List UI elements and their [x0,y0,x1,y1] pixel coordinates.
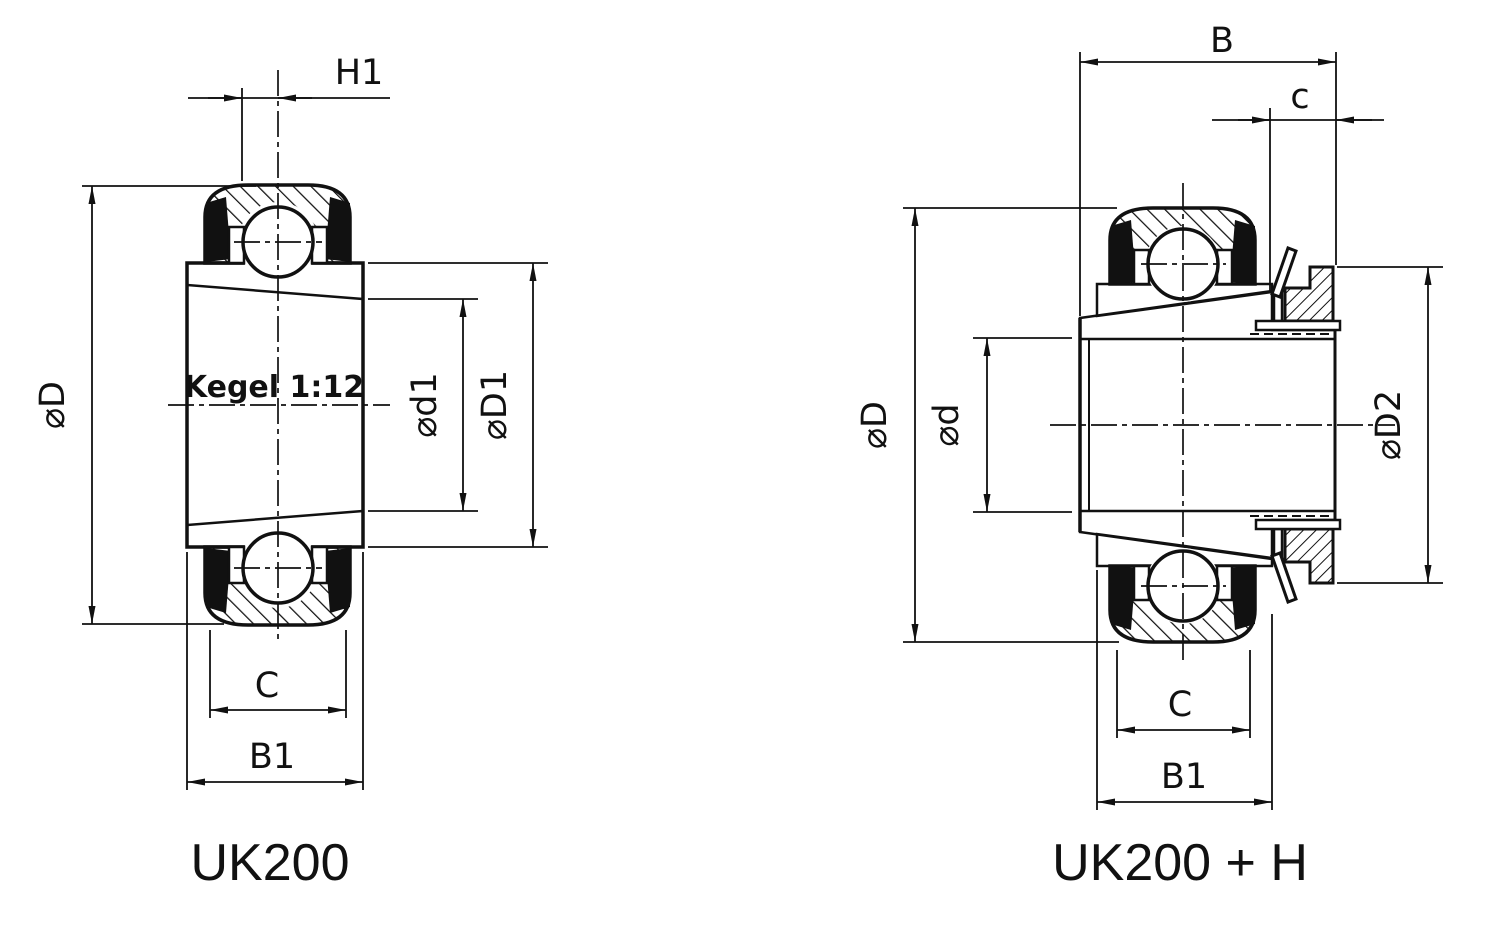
seal-top-left [1111,220,1136,284]
seal-bottom-left [1111,566,1136,630]
lock-washer-tab-top [1270,246,1298,299]
dim-label-c: C [1168,685,1192,725]
seal-bottom-left [206,548,231,613]
dim-label-c-small: c [1290,77,1309,117]
dim-label-dia-d: ⌀d [927,403,967,446]
dim-dia-d: ⌀d [927,337,1072,513]
seal-bottom-right [1230,566,1255,630]
dim-dia-D-right: ⌀D [855,207,1119,643]
dim-label-c: C [255,666,279,706]
seal-top-left [206,197,231,262]
dim-label-dia-D2: ⌀D2 [1369,390,1409,460]
dim-label-b1: B1 [1161,757,1207,797]
locknut-bottom [1283,527,1335,585]
dim-label-b1: B1 [249,737,295,777]
dim-c-right: C [1116,650,1251,738]
washer-rim-bottom [1254,518,1342,531]
dim-label-dia-D: ⌀D [33,381,73,429]
uk200-drawing: Kegel 1:12 H1 ⌀D ⌀d1 [33,53,548,892]
dim-label-dia-D: ⌀D [855,401,895,449]
dim-dia-d1: ⌀d1 [368,298,478,512]
locknut-top [1283,265,1335,323]
dim-dia-D1: ⌀D1 [368,262,548,548]
caption-uk200-h: UK200 + H [1052,834,1308,892]
taper-note: Kegel 1:12 [184,370,364,405]
lock-washer-tab-bottom [1270,551,1298,604]
dim-b: B [1079,21,1337,316]
dim-b1-right: B1 [1096,570,1273,810]
dim-b1-left: B1 [186,552,364,790]
dim-label-h1: H1 [335,53,384,93]
dim-h1: H1 [188,53,390,181]
dim-label-dia-d1: ⌀d1 [405,372,445,438]
dim-label-b: B [1210,21,1234,61]
caption-uk200: UK200 [191,834,350,892]
dim-c-left: C [209,630,347,718]
uk200-h-drawing: B c ⌀D ⌀d ⌀D2 [855,21,1443,892]
dim-label-dia-D1: ⌀D1 [475,370,515,440]
seal-top-right [1230,220,1255,284]
dim-c-small: c [1212,77,1384,292]
seal-bottom-right [325,548,350,613]
seal-top-right [325,197,350,262]
dim-dia-D2: ⌀D2 [1337,266,1443,584]
washer-rim-top [1254,319,1342,332]
dim-dia-D-left: ⌀D [33,185,256,625]
